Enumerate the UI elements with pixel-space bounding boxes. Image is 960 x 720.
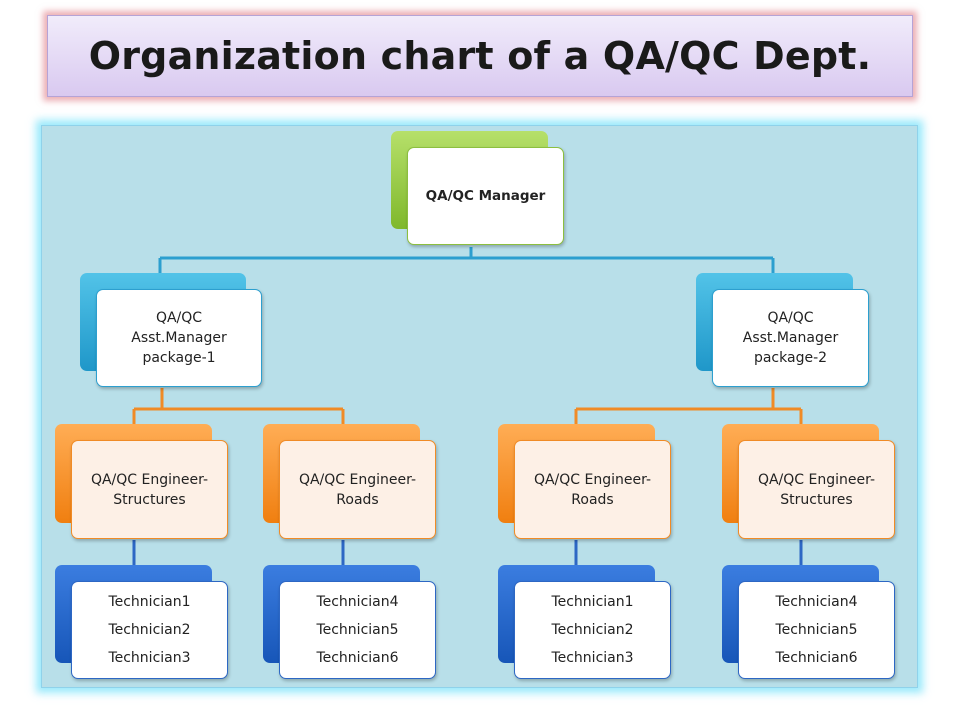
title-banner: Organization chart of a QA/QC Dept.: [47, 15, 913, 97]
engineer-p1b-line-2: Roads: [336, 491, 379, 508]
engineer-p2a-line-1: QA/QC Engineer-: [533, 471, 652, 488]
technician-p1b-1: Technician4: [316, 594, 399, 610]
manager-node: QA/QC Manager: [391, 131, 564, 245]
technician-p2a-2: Technician2: [551, 622, 634, 638]
engineer-p2b-line-2: Structures: [780, 491, 853, 508]
engineer-p1a-line-2: Structures: [113, 491, 186, 508]
technician-group-p2b: Technician4 Technician5 Technician6: [722, 565, 895, 679]
technician-p1b-2: Technician5: [316, 622, 399, 638]
asst2-line-1: QA/QC: [767, 310, 814, 326]
engineer-p1a-line-1: QA/QC Engineer-: [90, 471, 209, 488]
asst1-line-2: Asst.Manager: [131, 330, 227, 346]
technician-p2a-1: Technician1: [551, 594, 634, 610]
technician-p1a-3: Technician3: [108, 650, 191, 666]
technician-p2b-3: Technician6: [775, 650, 858, 666]
manager-label: QA/QC Manager: [425, 188, 546, 204]
asst2-line-2: Asst.Manager: [742, 330, 839, 346]
engineer-roads-p1: QA/QC Engineer- Roads: [263, 424, 436, 539]
technician-p1a-1: Technician1: [108, 594, 191, 610]
asst1-line-3: package-1: [142, 350, 216, 366]
technician-p2a-3: Technician3: [551, 650, 634, 666]
engineer-roads-p2: QA/QC Engineer- Roads: [498, 424, 671, 539]
technician-group-p1b: Technician4 Technician5 Technician6: [263, 565, 436, 679]
technician-p2b-2: Technician5: [775, 622, 858, 638]
technician-p1a-2: Technician2: [108, 622, 191, 638]
engineer-structures-p2: QA/QC Engineer- Structures: [722, 424, 895, 539]
engineer-p1b-line-1: QA/QC Engineer-: [298, 471, 417, 488]
technician-p1b-3: Technician6: [316, 650, 399, 666]
engineer-p2a-line-2: Roads: [571, 491, 614, 508]
page-title: Organization chart of a QA/QC Dept.: [88, 34, 872, 78]
technician-p2b-1: Technician4: [775, 594, 858, 610]
asst-manager-package-1: QA/QC Asst.Manager package-1: [80, 273, 262, 387]
asst1-line-1: QA/QC: [155, 310, 203, 326]
asst2-line-3: package-2: [753, 350, 828, 366]
engineer-structures-p1: QA/QC Engineer- Structures: [55, 424, 228, 539]
technician-group-p2a: Technician1 Technician2 Technician3: [498, 565, 671, 679]
technician-group-p1a: Technician1 Technician2 Technician3: [55, 565, 228, 679]
asst-manager-package-2: QA/QC Asst.Manager package-2: [696, 273, 869, 387]
engineer-p2b-line-1: QA/QC Engineer-: [757, 471, 876, 488]
